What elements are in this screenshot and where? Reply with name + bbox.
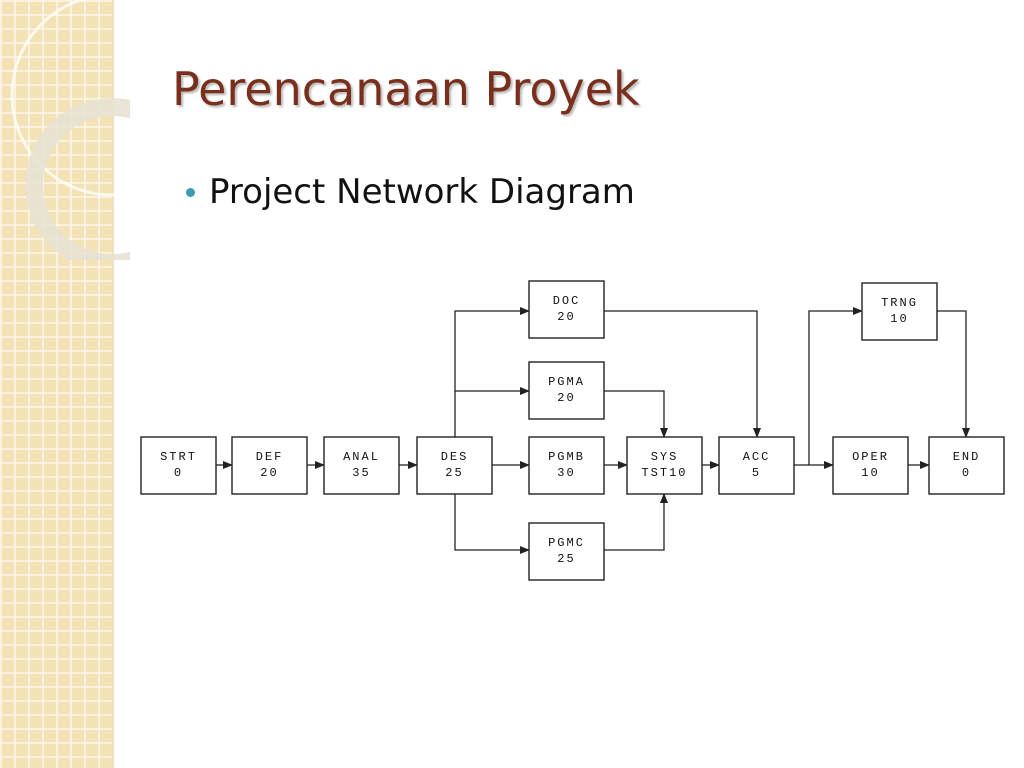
node-duration: 0 (174, 466, 183, 480)
bullet-item: Project Network Diagram (186, 172, 635, 212)
node-box (140, 436, 217, 495)
node-box (528, 436, 605, 495)
edge-acc-trng (808, 307, 863, 465)
node-oper: OPER 10 (832, 436, 909, 495)
node-label: PGMC (548, 536, 585, 550)
node-trng: TRNG 10 (861, 282, 938, 341)
edge-pgmc-systst (604, 493, 668, 551)
edge-pgma-systst (604, 390, 668, 438)
node-pgmb: PGMB 30 (528, 436, 605, 495)
node-box (718, 436, 795, 495)
node-strt: STRT 0 (140, 436, 217, 495)
slide-title: Perencanaan Proyek (172, 62, 640, 116)
node-duration: 35 (352, 466, 370, 480)
node-duration: 10 (861, 466, 879, 480)
node-box (528, 522, 605, 581)
node-label: END (953, 450, 981, 464)
node-des: DES 25 (416, 436, 493, 495)
node-duration: 25 (445, 466, 463, 480)
node-box (928, 436, 1005, 495)
side-strip-edge (112, 0, 115, 768)
edge-trng-end (937, 310, 970, 438)
node-box (416, 436, 493, 495)
node-label: SYS (651, 450, 679, 464)
node-label: PGMB (548, 450, 585, 464)
node-box (528, 280, 605, 339)
node-label: DES (441, 450, 469, 464)
node-box (832, 436, 909, 495)
node-label: ACC (743, 450, 771, 464)
nodes: STRT0DEF20ANAL35DES25DOC20PGMA20PGMB30PG… (140, 280, 1005, 581)
edge-des-pgmc (454, 494, 530, 554)
node-def: DEF 20 (231, 436, 308, 495)
bullet-dot-icon (186, 187, 195, 197)
decorative-rings (10, 0, 130, 260)
node-label: ANAL (343, 450, 380, 464)
node-doc: DOC 20 (528, 280, 605, 339)
connectors (216, 307, 970, 554)
deco-ring-large (10, 0, 130, 197)
node-label: TRNG (881, 296, 918, 310)
node-box (323, 436, 400, 495)
node-duration: 20 (557, 391, 575, 405)
node-duration: 10 (890, 312, 908, 326)
node-duration: 20 (557, 310, 575, 324)
node-end: END 0 (928, 436, 1005, 495)
node-box (231, 436, 308, 495)
edge-doc-acc (604, 310, 761, 438)
bullet-text: Project Network Diagram (209, 172, 635, 212)
node-duration: 0 (962, 466, 971, 480)
deco-ring-small (25, 98, 130, 260)
node-box (861, 282, 938, 341)
node-box (626, 436, 703, 495)
node-pgma: PGMA 20 (528, 361, 605, 420)
node-label: PGMA (548, 375, 585, 389)
node-box (528, 361, 605, 420)
node-anal: ANAL 35 (323, 436, 400, 495)
node-label: STRT (160, 450, 197, 464)
node-duration: TST10 (641, 466, 687, 480)
edge-des-doc (454, 307, 530, 437)
node-pgmc: PGMC 25 (528, 522, 605, 581)
node-systst: SYS TST10 (626, 436, 703, 495)
node-label: OPER (852, 450, 889, 464)
node-duration: 5 (752, 466, 761, 480)
node-duration: 30 (557, 466, 575, 480)
node-duration: 25 (557, 552, 575, 566)
node-duration: 20 (260, 466, 278, 480)
node-acc: ACC 5 (718, 436, 795, 495)
node-label: DEF (256, 450, 284, 464)
node-label: DOC (553, 294, 581, 308)
